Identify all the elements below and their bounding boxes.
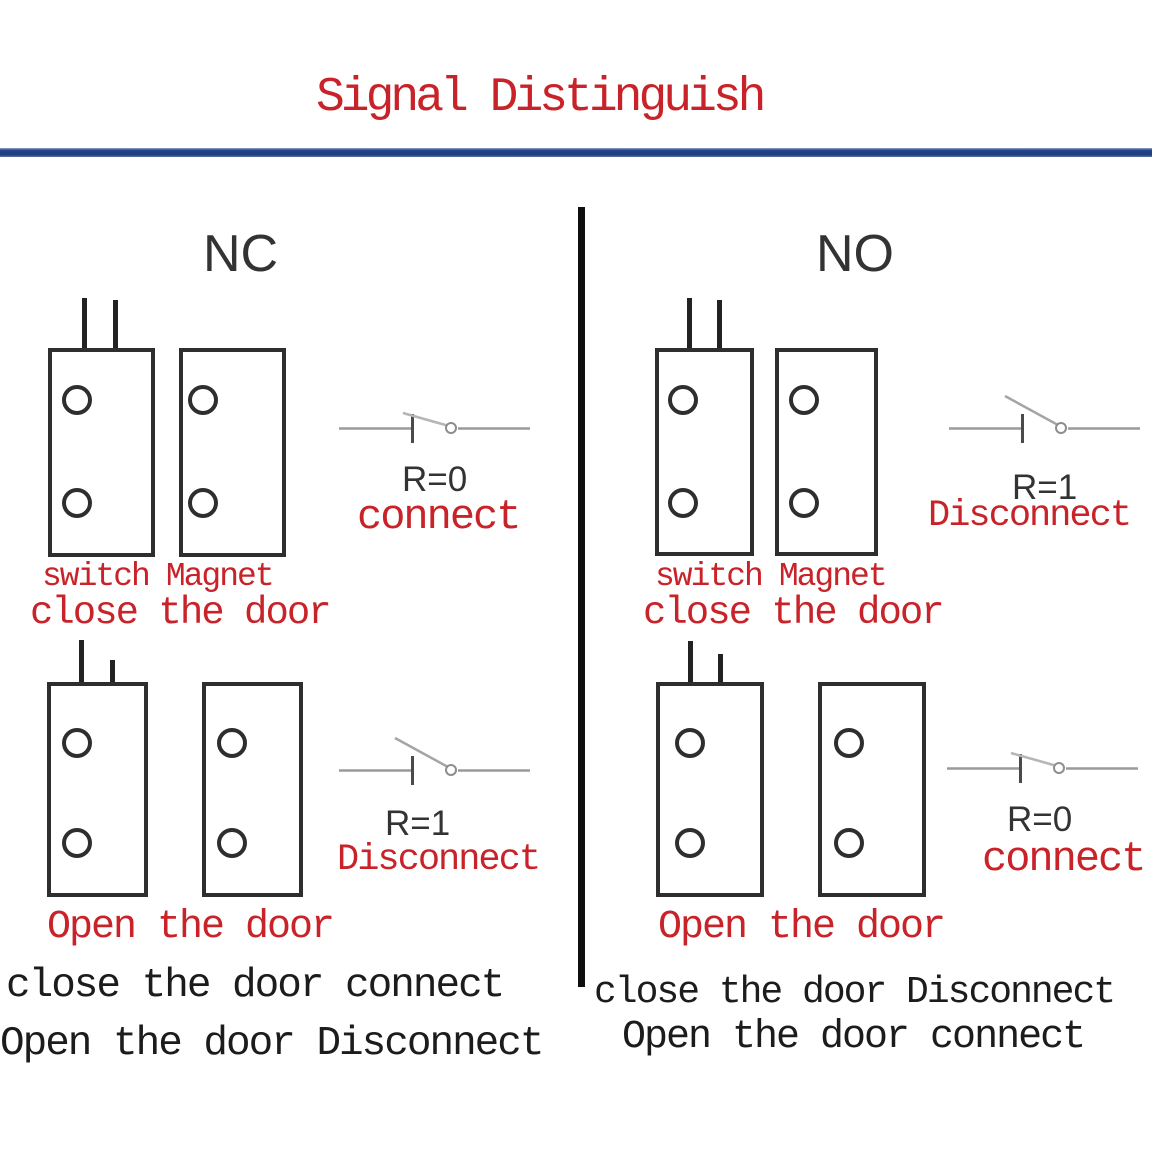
screw-hole <box>188 385 218 415</box>
nc-column-header: NC <box>203 225 279 283</box>
summary-line: Open the door connect <box>622 1015 1086 1060</box>
lead-wire <box>687 298 692 348</box>
reed-switch-body <box>656 682 764 897</box>
magnet-body <box>202 682 303 897</box>
part-labels: switch Magnet <box>42 558 275 595</box>
lead-wire <box>718 654 723 682</box>
signal-state-label: Disconnect <box>928 495 1132 537</box>
screw-hole <box>675 728 705 758</box>
screw-hole <box>217 728 247 758</box>
summary-line: Open the door Disconnect <box>0 1021 544 1067</box>
column-divider <box>578 207 585 987</box>
screw-hole <box>675 828 705 858</box>
signal-state-label: connect <box>982 835 1146 883</box>
reed-switch-body <box>47 682 148 897</box>
reed-switch-body <box>655 348 754 556</box>
switch-label: switch <box>42 558 151 595</box>
reed-switch-body <box>48 348 155 557</box>
signal-state-label: Disconnect <box>337 839 541 881</box>
switch-label: switch <box>655 558 764 595</box>
summary-line: close the door Disconnect <box>594 971 1116 1014</box>
summary-line: close the door connect <box>6 963 505 1009</box>
screw-hole <box>834 828 864 858</box>
title-underline <box>0 148 1152 157</box>
magnet-body <box>179 348 286 557</box>
magnet-label: Magnet <box>778 558 888 595</box>
signal-state-label: connect <box>357 493 521 541</box>
door-state-caption: close the door <box>30 591 332 635</box>
lead-wire <box>688 641 693 682</box>
screw-hole <box>668 385 698 415</box>
screw-hole <box>62 385 92 415</box>
screw-hole <box>834 728 864 758</box>
door-state-caption: Open the door <box>47 905 335 950</box>
resistance-value: R=0 <box>1007 800 1073 839</box>
screw-hole <box>62 488 92 518</box>
page-title: Signal Distinguish <box>316 71 766 125</box>
screw-hole <box>789 488 819 518</box>
circuit-switch-open-icon <box>949 394 1140 443</box>
resistance-value: R=0 <box>402 460 468 499</box>
screw-hole <box>217 828 247 858</box>
lead-wire <box>110 660 115 682</box>
resistance-value: R=1 <box>1012 468 1078 507</box>
screw-hole <box>188 488 218 518</box>
door-state-caption: close the door <box>643 591 945 635</box>
magnet-body <box>818 682 926 897</box>
circuit-switch-closed-icon <box>947 751 1138 783</box>
magnet-label: Magnet <box>165 558 275 595</box>
lead-wire <box>82 298 87 348</box>
screw-hole <box>62 828 92 858</box>
resistance-value: R=1 <box>385 804 451 843</box>
screw-hole <box>62 728 92 758</box>
lead-wire <box>717 300 722 348</box>
door-state-caption: Open the door <box>658 905 946 950</box>
screw-hole <box>789 385 819 415</box>
screw-hole <box>668 488 698 518</box>
circuit-switch-open-icon <box>339 736 530 785</box>
lead-wire <box>79 640 84 682</box>
circuit-switch-closed-icon <box>339 411 530 443</box>
magnet-body <box>775 348 878 556</box>
part-labels: switch Magnet <box>655 558 888 595</box>
no-column-header: NO <box>816 225 894 283</box>
lead-wire <box>113 300 118 348</box>
